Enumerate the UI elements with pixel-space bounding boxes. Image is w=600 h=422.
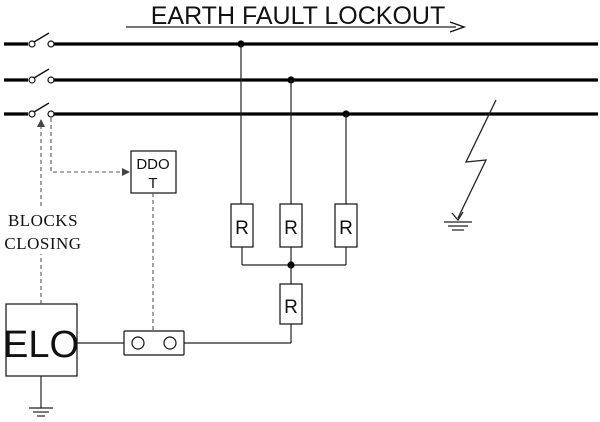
star-resistor-3: R bbox=[334, 203, 358, 248]
diagram-title: EARTH FAULT LOCKOUT bbox=[151, 2, 446, 30]
title-arrowhead bbox=[449, 21, 467, 33]
ddot-label-line1: DDO bbox=[136, 156, 169, 173]
ddot-relay: DDO T bbox=[130, 150, 177, 194]
elo-unit: ELO bbox=[3, 303, 79, 377]
breaker-contact-3 bbox=[28, 102, 55, 118]
resistor-label: R bbox=[284, 297, 298, 318]
resistor-label: R bbox=[235, 218, 249, 239]
fault-earth-symbol bbox=[444, 221, 472, 231]
circuit-breaker-contacts bbox=[28, 32, 55, 118]
blocks-label-bg bbox=[2, 206, 82, 254]
ddot-label-line2: T bbox=[148, 175, 157, 192]
elo-label: ELO bbox=[3, 324, 79, 366]
elo-earth-symbol bbox=[29, 376, 53, 417]
star-resistor-2: R bbox=[279, 203, 303, 248]
current-sensor bbox=[123, 330, 185, 356]
neutral-resistor: R bbox=[279, 283, 303, 325]
resistor-label: R bbox=[339, 218, 353, 239]
breaker-to-ddot-dashed-line bbox=[50, 118, 130, 176]
breaker-contact-1 bbox=[28, 32, 55, 48]
three-phase-lines bbox=[4, 42, 598, 116]
blocks-label-line1: BLOCKS bbox=[8, 211, 78, 230]
blocks-label-line2: CLOSING bbox=[4, 234, 81, 253]
resistor-label: R bbox=[284, 218, 298, 239]
fault-lightning-icon bbox=[451, 99, 497, 222]
breaker-contact-2 bbox=[28, 68, 55, 84]
star-resistor-1: R bbox=[230, 203, 254, 248]
